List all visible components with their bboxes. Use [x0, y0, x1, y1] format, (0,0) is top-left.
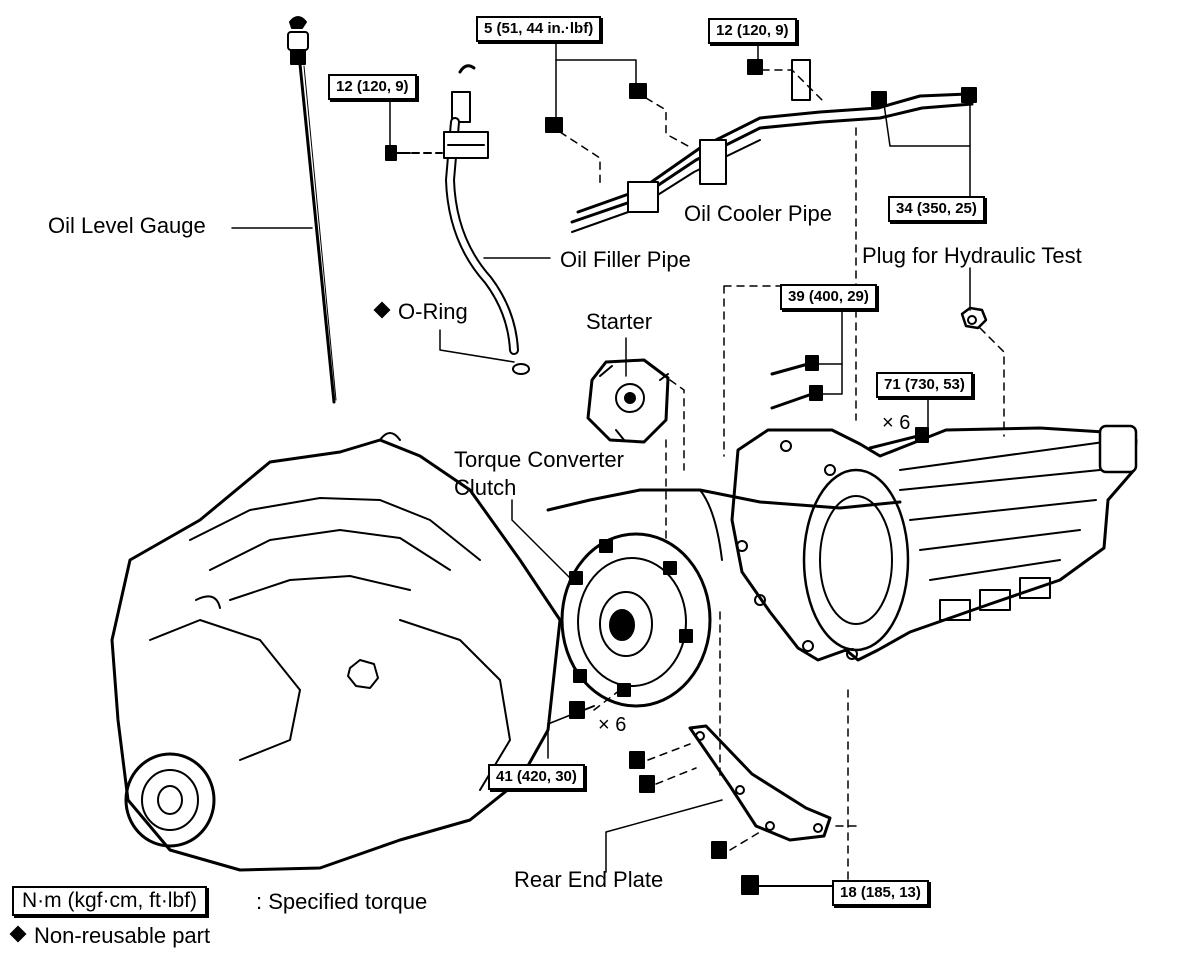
- clutch-label: Clutch: [454, 475, 517, 500]
- oil-filler-pipe-label: Oil Filler Pipe: [560, 247, 691, 272]
- torque-end-plate-bolts: 18 (185, 13): [832, 880, 929, 906]
- starter-bolts-part: [770, 355, 823, 410]
- legend-diamond-icon: [9, 925, 27, 943]
- control-cable-part: [546, 488, 902, 561]
- end-plate-bolts-part: [629, 751, 845, 895]
- oil-cooler-pipe-part: [545, 59, 977, 233]
- housing-bolt-count: × 6: [882, 412, 911, 434]
- torque-converter-part: [560, 532, 712, 708]
- oil-filler-pipe-part: [443, 64, 530, 375]
- legend-unit-text: : Specified torque: [256, 889, 428, 914]
- torque-housing-bolts: 71 (730, 53): [876, 372, 973, 398]
- converter-bolt-part: [569, 701, 595, 719]
- plug-hydraulic-test-label: Plug for Hydraulic Test: [862, 243, 1082, 268]
- torque-filler-pipe-bolt: 12 (120, 9): [328, 74, 417, 100]
- torque-converter-bolts: 41 (420, 30): [488, 764, 585, 790]
- oil-cooler-pipe-label: Oil Cooler Pipe: [684, 201, 832, 226]
- leader-lines: [231, 37, 971, 873]
- rear-end-plate-part: [688, 724, 832, 842]
- legend-nonreusable: Non-reusable part: [9, 923, 211, 948]
- converter-bolt-count: × 6: [598, 714, 627, 736]
- torque-oil-cooler-bolt: 5 (51, 44 in.·lbf): [476, 16, 602, 42]
- housing-bolts-part: [868, 427, 929, 450]
- transmission-case-part: [730, 424, 1138, 662]
- torque-cooler-union: 34 (350, 25): [888, 196, 985, 222]
- nonreusable-diamond-icon: [373, 301, 391, 319]
- legend-nonreusable-text: Non-reusable part: [34, 923, 211, 948]
- starter-label: Starter: [586, 309, 653, 334]
- oil-level-gauge-label: Oil Level Gauge: [48, 213, 206, 238]
- rear-end-plate-label: Rear End Plate: [514, 867, 664, 892]
- engine-part: [110, 432, 562, 872]
- torque-starter-bolts: 39 (400, 29): [780, 284, 877, 310]
- torque-cooler-clamp: 12 (120, 9): [708, 18, 797, 44]
- filler-pipe-bolt-part: [385, 145, 443, 161]
- o-ring-text: O-Ring: [398, 299, 468, 324]
- starter-part: [586, 358, 670, 444]
- torque-converter-label: Torque Converter: [454, 447, 624, 472]
- o-ring-label: O-Ring: [373, 299, 468, 324]
- hydraulic-test-plug-part: [960, 306, 988, 330]
- legend-unit-box: N·m (kgf·cm, ft·lbf): [12, 886, 207, 916]
- oil-level-gauge-part: [287, 16, 337, 404]
